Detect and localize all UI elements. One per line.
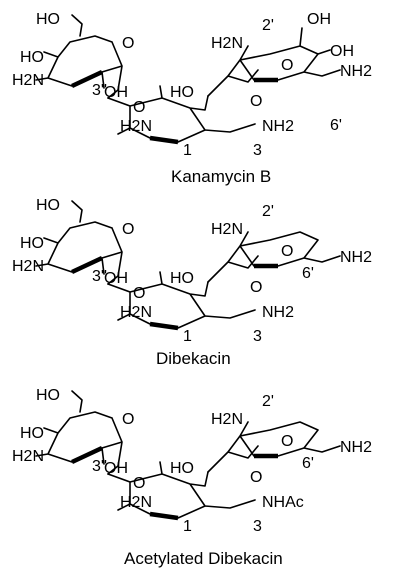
locant-6p: 6' [302, 455, 314, 472]
nh2-right-ring-label: H2N [211, 221, 243, 238]
nh2-left-label: H2N [12, 72, 44, 89]
substituent-right-label: NHAc [262, 494, 304, 511]
glycosidic-oxygen-right: O [250, 93, 262, 110]
substituent-right-label: NH2 [262, 304, 294, 321]
skeleton-bonds [35, 14, 341, 145]
oh-right-label: OH [330, 43, 354, 60]
oh-top-label: HO [36, 197, 60, 214]
locant-3: 3 [253, 328, 262, 345]
oh-anomeric-label: OH [104, 84, 128, 101]
ring-oxygen-left: O [122, 411, 134, 428]
oh-left-label: HO [20, 49, 44, 66]
locant-2p: 2' [262, 393, 274, 410]
glycosidic-oxygen-left: O [133, 285, 145, 302]
locant-1: 1 [183, 518, 192, 535]
oh-center-label: HO [170, 270, 194, 287]
oh-left-label: HO [20, 235, 44, 252]
oh-top-right-label: OH [307, 11, 331, 28]
locant-1: 1 [183, 328, 192, 345]
glycosidic-oxygen-right: O [250, 279, 262, 296]
locant-3pp: 3'' [92, 82, 107, 99]
nh2-left-label: H2N [12, 448, 44, 465]
nh2-center-label: H2N [120, 304, 152, 321]
substituent-right-label: NH2 [262, 118, 294, 135]
ring-oxygen-right: O [281, 57, 293, 74]
locant-6p: 6' [302, 265, 314, 282]
nh2-side-label: NH2 [340, 249, 372, 266]
molecule-acetylated-dibekacin: HO HO H2N 3'' OH O O HO H2N 1 3 NHAc O H… [12, 387, 372, 568]
locant-1: 1 [183, 142, 192, 159]
oh-anomeric-label: OH [104, 270, 128, 287]
nh2-side-label: NH2 [340, 439, 372, 456]
locant-6p: 6' [330, 117, 342, 134]
ring-oxygen-left: O [122, 35, 134, 52]
molecule-caption: Kanamycin B [171, 167, 271, 186]
molecule-caption: Dibekacin [156, 349, 231, 368]
nh2-center-label: H2N [120, 494, 152, 511]
nh2-right-ring-label: H2N [211, 411, 243, 428]
nh2-side-label: NH2 [340, 63, 372, 80]
oh-left-label: HO [20, 425, 44, 442]
oh-top-label: HO [36, 387, 60, 404]
skeleton-bonds [35, 390, 341, 521]
oh-center-label: HO [170, 84, 194, 101]
locant-2p: 2' [262, 17, 274, 34]
nh2-right-ring-label: H2N [211, 35, 243, 52]
ring-oxygen-right: O [281, 433, 293, 450]
oh-anomeric-label: OH [104, 460, 128, 477]
molecule-kanamycin-b: HO HO H2N 3'' OH O O HO H2N 1 3 NH2 O H2… [12, 11, 372, 186]
ring-oxygen-left: O [122, 221, 134, 238]
nh2-left-label: H2N [12, 258, 44, 275]
locant-2p: 2' [262, 203, 274, 220]
molecule-dibekacin: HO HO H2N 3'' OH O O HO H2N 1 3 NH2 O H2… [12, 197, 372, 368]
locant-3: 3 [253, 518, 262, 535]
nh2-center-label: H2N [120, 118, 152, 135]
glycosidic-oxygen-right: O [250, 469, 262, 486]
ring-oxygen-right: O [281, 243, 293, 260]
molecule-caption: Acetylated Dibekacin [124, 549, 283, 568]
glycosidic-oxygen-left: O [133, 475, 145, 492]
locant-3: 3 [253, 142, 262, 159]
oh-top-label: HO [36, 11, 60, 28]
skeleton-bonds [35, 200, 341, 331]
locant-3pp: 3'' [92, 458, 107, 475]
locant-3pp: 3'' [92, 268, 107, 285]
oh-center-label: HO [170, 460, 194, 477]
glycosidic-oxygen-left: O [133, 99, 145, 116]
